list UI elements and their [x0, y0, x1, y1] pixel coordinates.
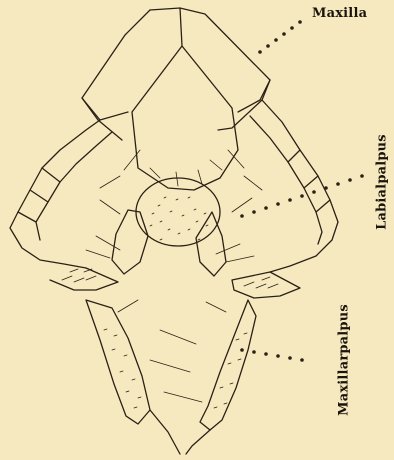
labial-palp-left: [112, 210, 148, 274]
labrum-shape: [132, 46, 238, 190]
labialpalpus-label: Labialpalpus: [375, 134, 390, 230]
maxilla-leader: [258, 20, 302, 54]
central-stem: [86, 150, 262, 454]
labial-palp-right: [196, 212, 226, 276]
labialpalpus-leader: [240, 174, 364, 218]
maxillar-palp-left: [86, 300, 150, 424]
maxillarpalpus-leader: [240, 348, 304, 362]
maxillarpalpus-label: Maxillarpalpus: [337, 304, 352, 416]
left-palp: [10, 120, 118, 290]
maxilla-label: Maxilla: [312, 6, 367, 21]
right-palp: [232, 100, 338, 298]
maxillar-palp-right: [200, 300, 256, 430]
maxilla-shape: [82, 8, 270, 140]
